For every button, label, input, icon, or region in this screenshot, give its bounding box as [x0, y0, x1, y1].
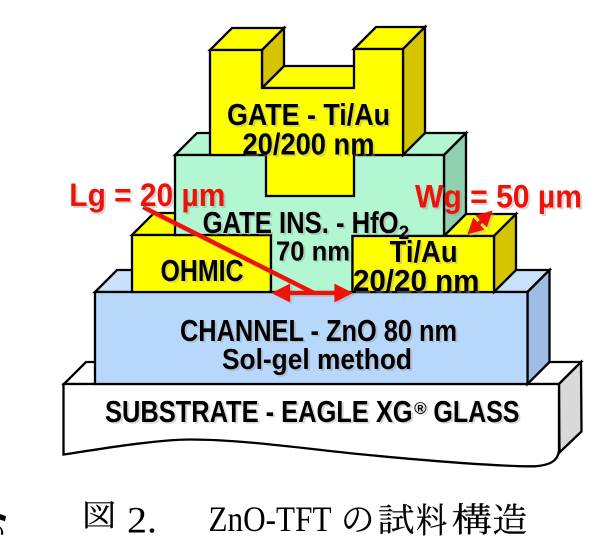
svg-text:Ti/Au: Ti/Au — [390, 234, 458, 269]
svg-text:70 nm: 70 nm — [276, 235, 350, 266]
svg-text:GATE INS. - HfO2: GATE INS. - HfO2 — [203, 205, 410, 244]
svg-text:Wg = 50 µm: Wg = 50 µm — [417, 180, 584, 216]
svg-text:Sol-gel method: Sol-gel method — [222, 344, 412, 376]
svg-text:Wg = 50 µm: Wg = 50 µm — [415, 179, 582, 215]
svg-text:20/200 nm: 20/200 nm — [243, 127, 375, 162]
svg-text:Lg = 20 µm: Lg = 20 µm — [69, 177, 225, 213]
svg-text:GATE INS. - HfO2: GATE INS. - HfO2 — [205, 207, 412, 246]
svg-text:Sol-gel method: Sol-gel method — [224, 346, 414, 378]
svg-text:GATE - Ti/Au: GATE - Ti/Au — [229, 99, 392, 134]
svg-text:OHMIC: OHMIC — [163, 255, 246, 290]
svg-text:Ti/Au: Ti/Au — [392, 236, 460, 271]
svg-text:20/20 nm: 20/20 nm — [355, 265, 482, 300]
svg-text:CHANNEL - ZnO 80 nm: CHANNEL - ZnO 80 nm — [180, 313, 457, 348]
svg-text:CHANNEL - ZnO 80 nm: CHANNEL - ZnO 80 nm — [182, 315, 459, 350]
svg-text:2.: 2. — [127, 501, 157, 542]
svg-text:ZnO-TFT: ZnO-TFT — [209, 499, 332, 539]
svg-text:GATE - Ti/Au: GATE - Ti/Au — [227, 97, 390, 132]
svg-text:20/20 nm: 20/20 nm — [353, 263, 480, 298]
svg-text:SUBSTRATE - EAGLE XG®GLASS: SUBSTRATE - EAGLE XG®GLASS — [105, 394, 519, 429]
svg-text:20/200 nm: 20/200 nm — [245, 128, 377, 163]
svg-text:Lg = 20 µm: Lg = 20 µm — [71, 179, 227, 215]
svg-text:70 nm: 70 nm — [278, 237, 352, 268]
svg-text:OHMIC: OHMIC — [161, 253, 244, 288]
svg-text:SUBSTRATE - EAGLE XG®GLASS: SUBSTRATE - EAGLE XG®GLASS — [107, 396, 521, 431]
